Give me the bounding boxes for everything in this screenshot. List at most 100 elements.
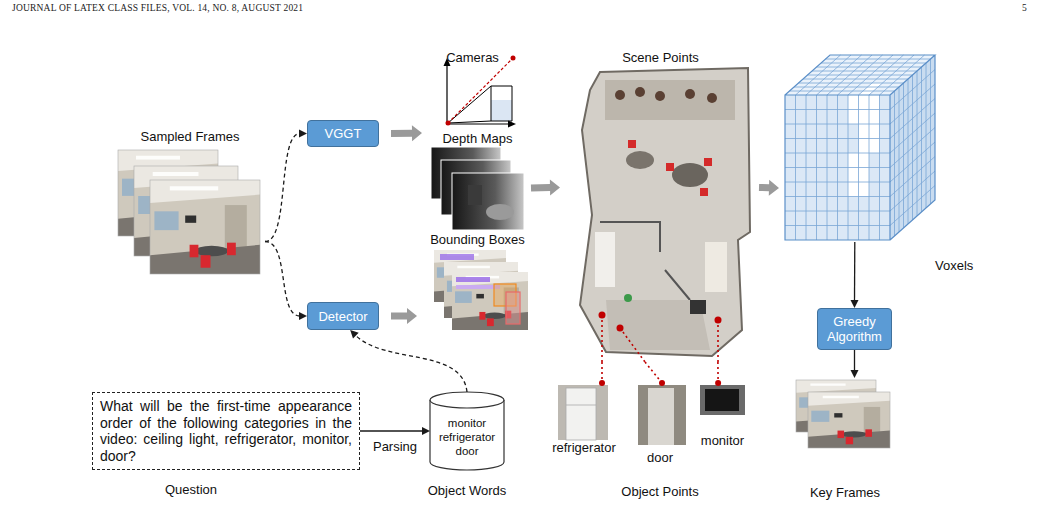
cloud-wall xyxy=(600,222,690,300)
node-text: Bounding Boxes xyxy=(430,232,525,247)
bounding-box xyxy=(456,285,500,289)
block-arrow-body xyxy=(391,125,422,141)
cloud-chair xyxy=(615,90,625,100)
database-cylinder xyxy=(430,400,504,470)
leader-line xyxy=(601,315,603,362)
group-caption: Object Points xyxy=(610,484,710,499)
leader-dot xyxy=(715,380,721,386)
voxel-outline xyxy=(785,55,935,240)
arrowhead xyxy=(350,330,359,339)
depth-shape xyxy=(486,204,514,220)
dashed-arrow xyxy=(350,330,467,392)
arrowhead xyxy=(299,130,307,138)
cloud-region xyxy=(606,300,710,350)
object-panel: monitor xyxy=(695,383,750,448)
frame-border xyxy=(150,180,260,274)
cloud-chair xyxy=(635,87,645,97)
object-point xyxy=(715,317,722,324)
image-panel: Bounding Boxes xyxy=(425,232,530,332)
block-arrow-body xyxy=(759,180,779,196)
leader-connector xyxy=(645,362,665,386)
connector-line xyxy=(265,134,300,242)
leader-connector xyxy=(599,362,605,386)
connector-line xyxy=(355,335,467,392)
database-node: monitor refrigerator doorObject Words xyxy=(430,392,504,470)
arrow xyxy=(851,242,859,308)
image-panel: Scene Points xyxy=(568,50,753,362)
node-text: refrigerator xyxy=(552,440,616,455)
connector-line xyxy=(854,350,855,371)
cloud-region xyxy=(605,80,735,120)
connector-line xyxy=(717,362,719,383)
frame-photo xyxy=(150,180,260,274)
object-photo xyxy=(558,385,608,440)
dashed-arrow xyxy=(265,242,307,321)
arrow xyxy=(360,427,430,435)
cloud-chair xyxy=(655,91,665,101)
arrowhead xyxy=(851,370,859,378)
monitor-shape xyxy=(705,389,739,411)
voxel-grid xyxy=(890,59,935,236)
voxel-face xyxy=(785,95,890,240)
block-arrow xyxy=(531,180,560,196)
frame-border xyxy=(808,392,890,448)
camera-frustum-fill xyxy=(491,100,512,121)
node-heading: Object Words xyxy=(390,483,544,498)
door-shape xyxy=(648,388,674,445)
camera-center xyxy=(446,121,451,126)
node-text: Depth Maps xyxy=(442,131,512,146)
leader-dot xyxy=(659,380,665,386)
node-text: door xyxy=(647,450,673,465)
object-panel: door xyxy=(632,383,688,465)
bounding-box xyxy=(506,292,520,324)
camera-frustum xyxy=(448,86,512,123)
connector-line xyxy=(645,362,662,383)
database-cylinder-top xyxy=(430,392,504,408)
point-cloud xyxy=(580,68,750,356)
cloud-cabinet xyxy=(705,242,727,292)
node-text: Voxels xyxy=(935,258,973,273)
cloud-chair xyxy=(700,188,708,196)
arrowhead xyxy=(851,300,859,308)
bounding-box xyxy=(456,277,490,282)
block-arrow xyxy=(391,125,422,141)
object-point xyxy=(599,312,606,319)
connector-line xyxy=(854,242,856,301)
dashed-arrow xyxy=(265,130,307,242)
cloud-chair xyxy=(704,158,712,166)
cloud-table xyxy=(626,151,654,169)
arrow xyxy=(851,350,859,378)
process-box: VGGT xyxy=(307,120,379,147)
question-box: What will be the first-time appearance o… xyxy=(92,392,360,470)
node-text: monitor refrigerator door xyxy=(435,416,499,458)
image-panel: Sampled Frames xyxy=(115,129,265,279)
connector-line xyxy=(601,362,603,383)
cloud-chair xyxy=(666,163,674,171)
depth-map xyxy=(452,173,524,230)
edge-label: Parsing xyxy=(373,439,417,454)
node-text: monitor xyxy=(701,433,744,448)
cloud-object xyxy=(624,294,632,302)
image-panel: Cameras xyxy=(430,50,515,130)
arrowhead xyxy=(422,427,430,435)
node-text: Detector xyxy=(318,309,367,324)
axis-arrowhead xyxy=(508,121,516,128)
object-panel: refrigerator xyxy=(548,383,620,455)
arrowhead xyxy=(299,312,307,320)
depth-shape xyxy=(468,185,482,205)
node-heading: Question xyxy=(93,482,289,497)
connector-line xyxy=(360,430,423,431)
refrigerator-shape xyxy=(566,405,596,406)
node-text: Greedy Algorithm xyxy=(818,314,891,344)
node-text: Cameras xyxy=(446,50,499,65)
block-arrow-body xyxy=(531,180,560,196)
camera-ray xyxy=(448,58,513,123)
node-text: Scene Points xyxy=(622,50,699,65)
voxel-panel: Voxels xyxy=(785,52,940,242)
node-text: Key Frames xyxy=(810,485,880,500)
leader-dot xyxy=(599,380,605,386)
leader-connector xyxy=(715,362,721,386)
block-arrow xyxy=(759,180,779,196)
node-text: VGGT xyxy=(325,126,362,141)
